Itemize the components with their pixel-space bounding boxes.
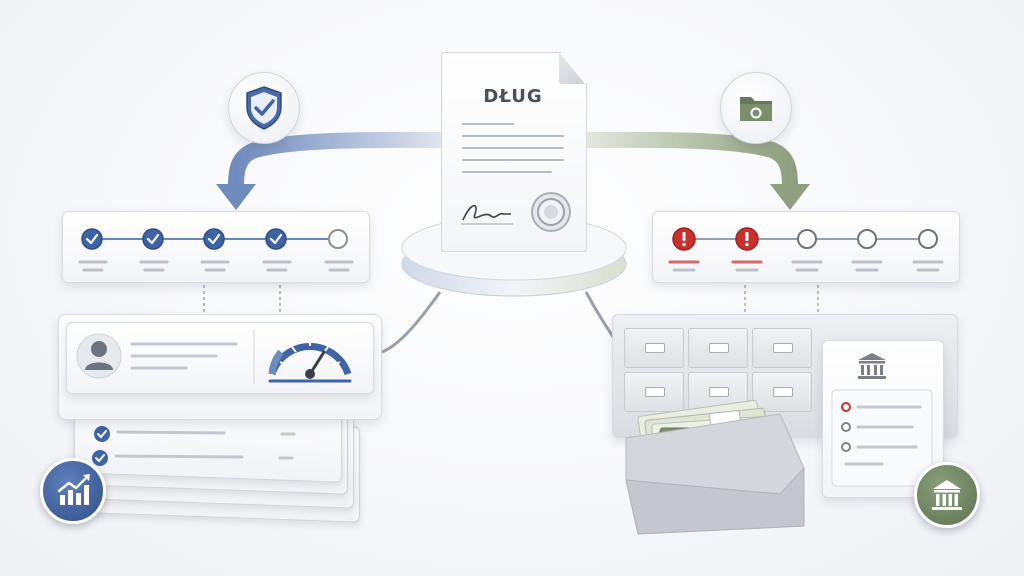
bank-badge <box>914 462 980 528</box>
step-alert-icon <box>735 227 759 251</box>
right-progress-track <box>668 227 944 272</box>
cabinet-drawer <box>624 372 684 412</box>
right-arrow <box>580 131 798 194</box>
step-pending-icon <box>918 229 938 249</box>
user-icon <box>76 333 122 379</box>
document-content <box>461 123 571 232</box>
bank-icon <box>932 480 962 510</box>
cabinet-drawer <box>688 328 748 368</box>
form-status-dot <box>841 422 851 432</box>
signature-icon <box>461 204 513 225</box>
folder-icon <box>740 97 772 121</box>
step-pending-icon <box>857 229 877 249</box>
step-pending-icon <box>797 229 817 249</box>
profile-panel-content <box>76 330 352 384</box>
growth-chart-badge <box>40 458 106 524</box>
check-icon <box>92 450 108 466</box>
check-icon <box>94 426 110 442</box>
shield-check-icon <box>246 86 282 130</box>
document-title: DŁUG <box>483 86 543 107</box>
right-arrow-head <box>770 184 810 210</box>
bank-form-content <box>831 353 933 487</box>
step-done-icon <box>81 228 103 250</box>
folder-badge <box>720 72 792 144</box>
step-pending-icon <box>328 229 348 249</box>
shield-badge <box>228 72 300 144</box>
step-done-icon <box>265 228 287 250</box>
form-status-dot <box>841 402 851 412</box>
left-link <box>381 291 442 354</box>
left-arrow <box>228 131 448 194</box>
gauge-icon <box>268 340 352 383</box>
left-progress-track <box>78 228 354 272</box>
step-done-icon <box>203 228 225 250</box>
step-done-icon <box>142 228 164 250</box>
chart-growth-icon <box>57 474 90 505</box>
file-box <box>625 399 805 535</box>
step-alert-icon <box>672 227 696 251</box>
left-arrow-head <box>216 184 256 210</box>
bank-icon <box>858 353 886 379</box>
cabinet-drawer <box>752 328 812 368</box>
cabinet-drawer <box>752 372 812 412</box>
seal-icon <box>531 192 571 232</box>
form-status-dot <box>841 442 851 452</box>
cabinet-drawer <box>624 328 684 368</box>
